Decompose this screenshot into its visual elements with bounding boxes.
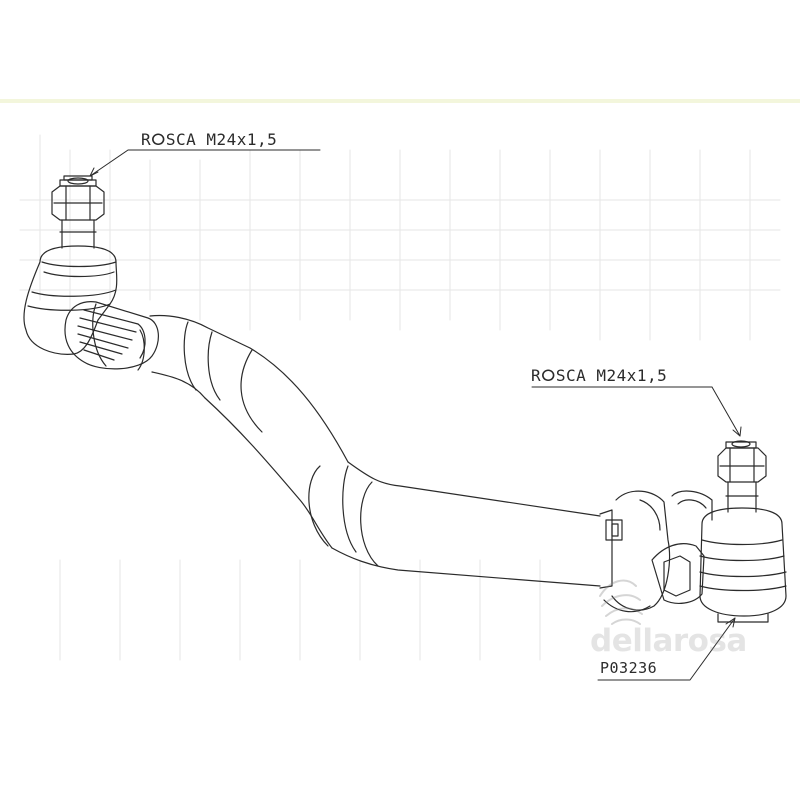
tie-rod-tube [137, 314, 601, 587]
arrow-left-icon [89, 167, 99, 177]
leader-right [531, 386, 741, 437]
brand-watermark: dellarosa [590, 623, 747, 659]
thread-spec-right: RⵔSCA M24x1,5 [531, 366, 668, 385]
background-hatching [19, 134, 781, 661]
arrow-right-icon [732, 426, 742, 437]
top-rule [0, 99, 800, 103]
leader-part [597, 617, 736, 681]
left-clamp [64, 301, 159, 370]
right-ball-joint [699, 440, 787, 623]
leader-left [89, 149, 321, 177]
arrow-part-icon [725, 617, 736, 628]
leader-lines [89, 149, 742, 681]
part-number: P03236 [600, 659, 658, 677]
dellarosa-wing-logo-icon [599, 579, 643, 625]
thread-spec-left: RⵔSCA M24x1,5 [141, 130, 278, 149]
right-clamp [599, 490, 713, 613]
